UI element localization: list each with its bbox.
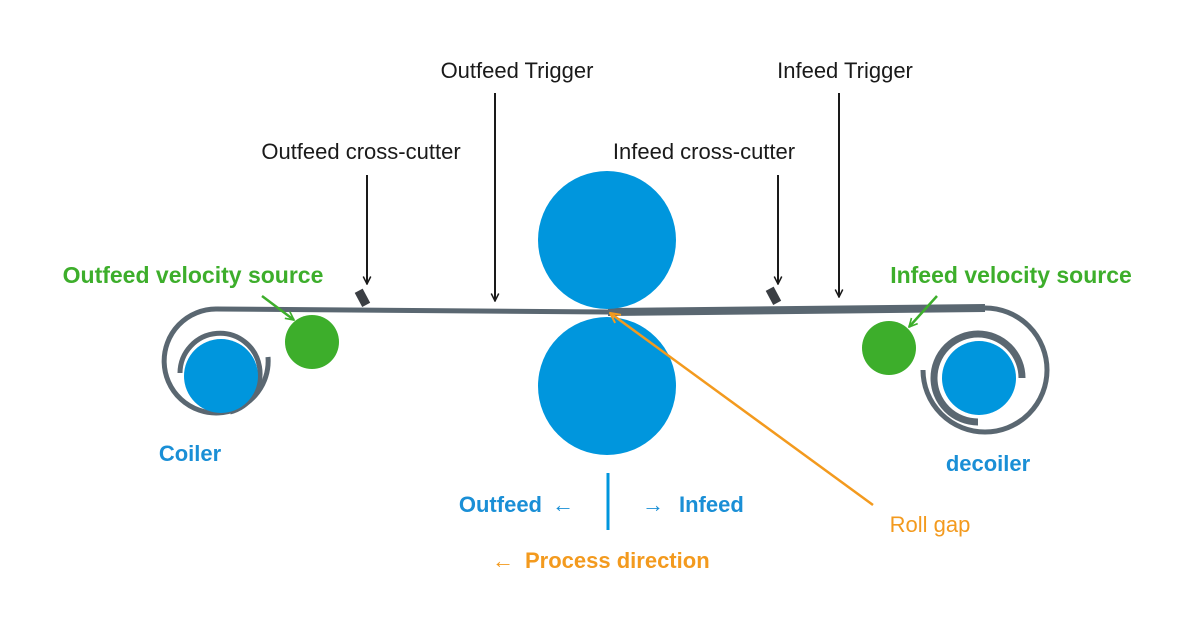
coiler-core — [184, 339, 258, 413]
infeed-trigger-label: Infeed Trigger — [777, 58, 913, 83]
top-work-roll — [538, 171, 676, 309]
infeed-cross-cutter-label: Infeed cross-cutter — [613, 139, 795, 164]
outfeed-velocity-source — [285, 315, 339, 369]
infeed-direction-label: Infeed — [679, 492, 744, 517]
process-direction-left-arrow-icon: ← — [492, 548, 514, 573]
decoiler — [920, 305, 1050, 435]
roll-gap-label: Roll gap — [890, 512, 971, 537]
infeed-velocity-source — [862, 321, 916, 375]
coiler-inner-wrap — [177, 330, 263, 415]
decoiler-core — [942, 341, 1016, 415]
infeed-velocity-source-label: Infeed velocity source — [890, 262, 1132, 288]
roll-gap-arrow — [610, 313, 874, 507]
decoiler-outer-wrap — [920, 305, 1050, 435]
strip-left-segment — [215, 306, 609, 315]
outfeed-trigger-label: Outfeed Trigger — [441, 58, 594, 83]
infeed-right-arrow-icon: → — [642, 492, 664, 517]
coiler — [161, 306, 271, 416]
outfeed-cross-cutter-label: Outfeed cross-cutter — [261, 139, 460, 164]
coiler-label: Coiler — [159, 441, 222, 466]
outfeed-velocity-source-arrow — [261, 295, 294, 320]
infeed-velocity-source-arrow — [909, 295, 938, 327]
bottom-work-roll — [538, 317, 676, 455]
decoiler-label: decoiler — [946, 451, 1031, 476]
infeed-cross-cutter — [765, 286, 782, 305]
outfeed-cross-cutter — [354, 288, 371, 307]
process-direction-label: Process direction — [525, 548, 710, 573]
decoiler-inner-wrap — [930, 330, 1026, 426]
outfeed-left-arrow-icon: ← — [552, 492, 574, 517]
outfeed-direction-label: Outfeed — [459, 492, 542, 517]
outfeed-velocity-source-label: Outfeed velocity source — [63, 262, 324, 288]
strip-right-segment — [607, 304, 986, 316]
